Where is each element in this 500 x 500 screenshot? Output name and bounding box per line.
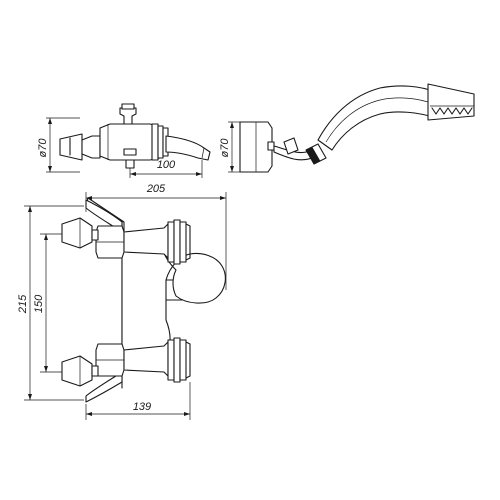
side-hex-nut [81, 135, 101, 159]
shower-bracket-view: ø70 [219, 121, 317, 173]
shower-head [427, 83, 475, 121]
spout-length-label: 100 [157, 159, 176, 171]
front-top-handle-ring-1 [167, 221, 175, 263]
side-wall-plate [59, 133, 83, 161]
front-top-handle-ring-2 [173, 219, 181, 265]
side-diameter-label: ø70 [37, 138, 49, 158]
mixer-front-view: 205 215 150 139 [17, 183, 227, 420]
bracket-diameter-label: ø70 [219, 138, 231, 158]
side-outlet [125, 159, 135, 169]
side-spout [165, 135, 211, 161]
side-diverter-knob [119, 107, 137, 125]
hand-shower [305, 83, 475, 165]
front-bottom-handle-ring-3 [179, 339, 187, 381]
shower-handle [317, 85, 437, 151]
overall-width-label: 205 [146, 183, 166, 195]
front-bottom-eccentric [61, 355, 93, 387]
front-bottom-handle-ring-1 [167, 339, 175, 381]
front-central-body [121, 235, 226, 367]
mixer-side-view: ø70 100 [37, 103, 211, 178]
front-bottom-handle-ring-2 [173, 337, 181, 383]
side-diverter-cap [121, 103, 135, 110]
front-top-eccentric [61, 217, 93, 249]
overall-height-label: 215 [17, 294, 29, 314]
wall-to-handle-label: 139 [133, 401, 151, 413]
center-spacing-label: 150 [33, 294, 45, 313]
front-top-handle-ring-3 [179, 221, 187, 263]
